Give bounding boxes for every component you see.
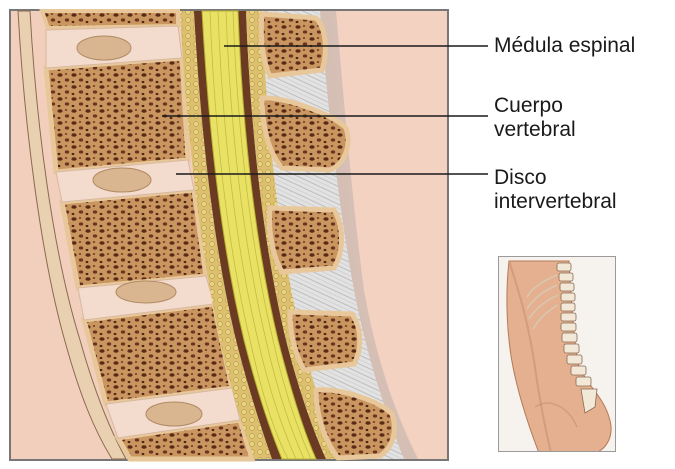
label-cuerpo-line1: Cuerpo [494,94,576,118]
vertebral-body [46,58,188,172]
label-medula-text: Médula espinal [494,34,635,58]
spinous-process [261,14,325,76]
spinous-process [290,312,360,370]
label-disco-line2: intervertebral [494,190,617,214]
back-silhouette-spine-icon [498,256,616,452]
label-disco-line1: Disco [494,166,617,190]
nucleus-pulposus [146,402,202,426]
nucleus-pulposus [116,281,176,303]
label-medula-espinal: Médula espinal [494,34,635,58]
label-cuerpo-vertebral: Cuerpo vertebral [494,94,576,142]
nucleus-pulposus [77,36,131,60]
nucleus-pulposus [93,168,151,192]
vertebral-body [84,304,232,404]
vertebral-body [42,11,178,28]
spinous-process [270,208,342,272]
label-disco-intervertebral: Disco intervertebral [494,166,617,214]
label-cuerpo-line2: vertebral [494,118,576,142]
vertebral-body [62,190,206,288]
